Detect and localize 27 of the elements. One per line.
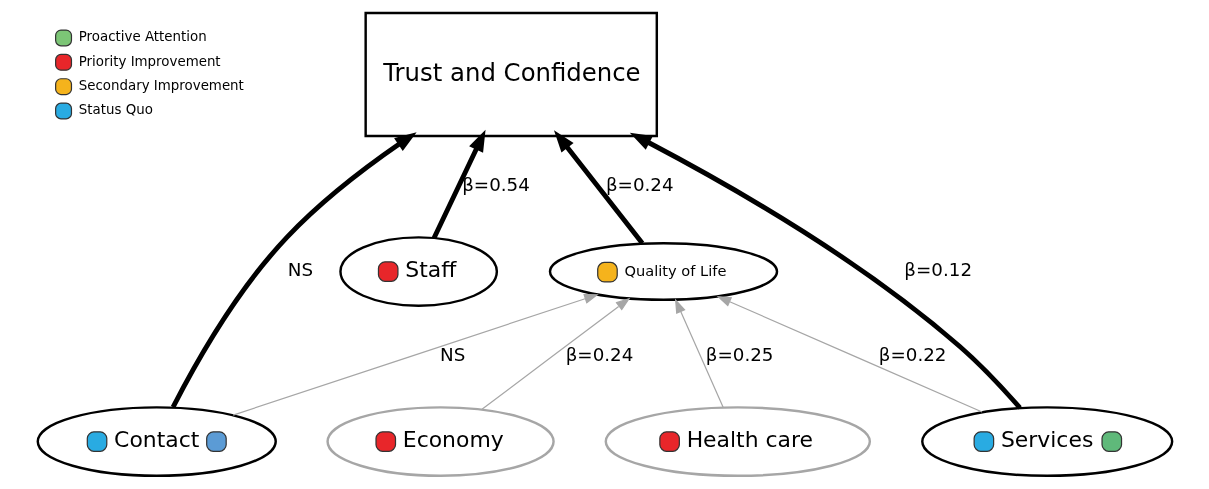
node-box: Trust and Confidence bbox=[363, 11, 658, 138]
edge-label: β=0.54 bbox=[461, 173, 530, 195]
edge-label: NS bbox=[287, 258, 313, 280]
arrow bbox=[480, 297, 630, 410]
node-ellipse: Health care bbox=[604, 406, 871, 477]
node-ellipse: Economy bbox=[325, 406, 555, 477]
arrow bbox=[629, 132, 1022, 410]
arrow bbox=[232, 293, 599, 416]
legend-label: Status Quo bbox=[78, 102, 153, 118]
arrow bbox=[674, 298, 724, 408]
legend-label: Proactive Attention bbox=[78, 29, 207, 45]
arrow bbox=[170, 132, 417, 409]
edge-label: β=0.22 bbox=[878, 343, 946, 365]
node-ellipse: Services bbox=[920, 406, 1173, 477]
node-ellipse: Quality of Life bbox=[548, 242, 778, 301]
node-ellipse: Contact bbox=[36, 406, 277, 477]
node-ellipse: Staff bbox=[338, 236, 498, 307]
edge-label: β=0.24 bbox=[565, 343, 633, 365]
arrow bbox=[431, 129, 486, 239]
edge-label: NS bbox=[439, 343, 465, 365]
arrow bbox=[716, 295, 983, 413]
edge-label: β=0.25 bbox=[705, 343, 773, 365]
edge-label: β=0.24 bbox=[605, 173, 674, 195]
legend-label: Priority Improvement bbox=[78, 53, 221, 69]
arrow bbox=[553, 130, 644, 245]
legend-label: Secondary Improvement bbox=[78, 78, 244, 94]
edge-label: β=0.12 bbox=[903, 258, 972, 280]
